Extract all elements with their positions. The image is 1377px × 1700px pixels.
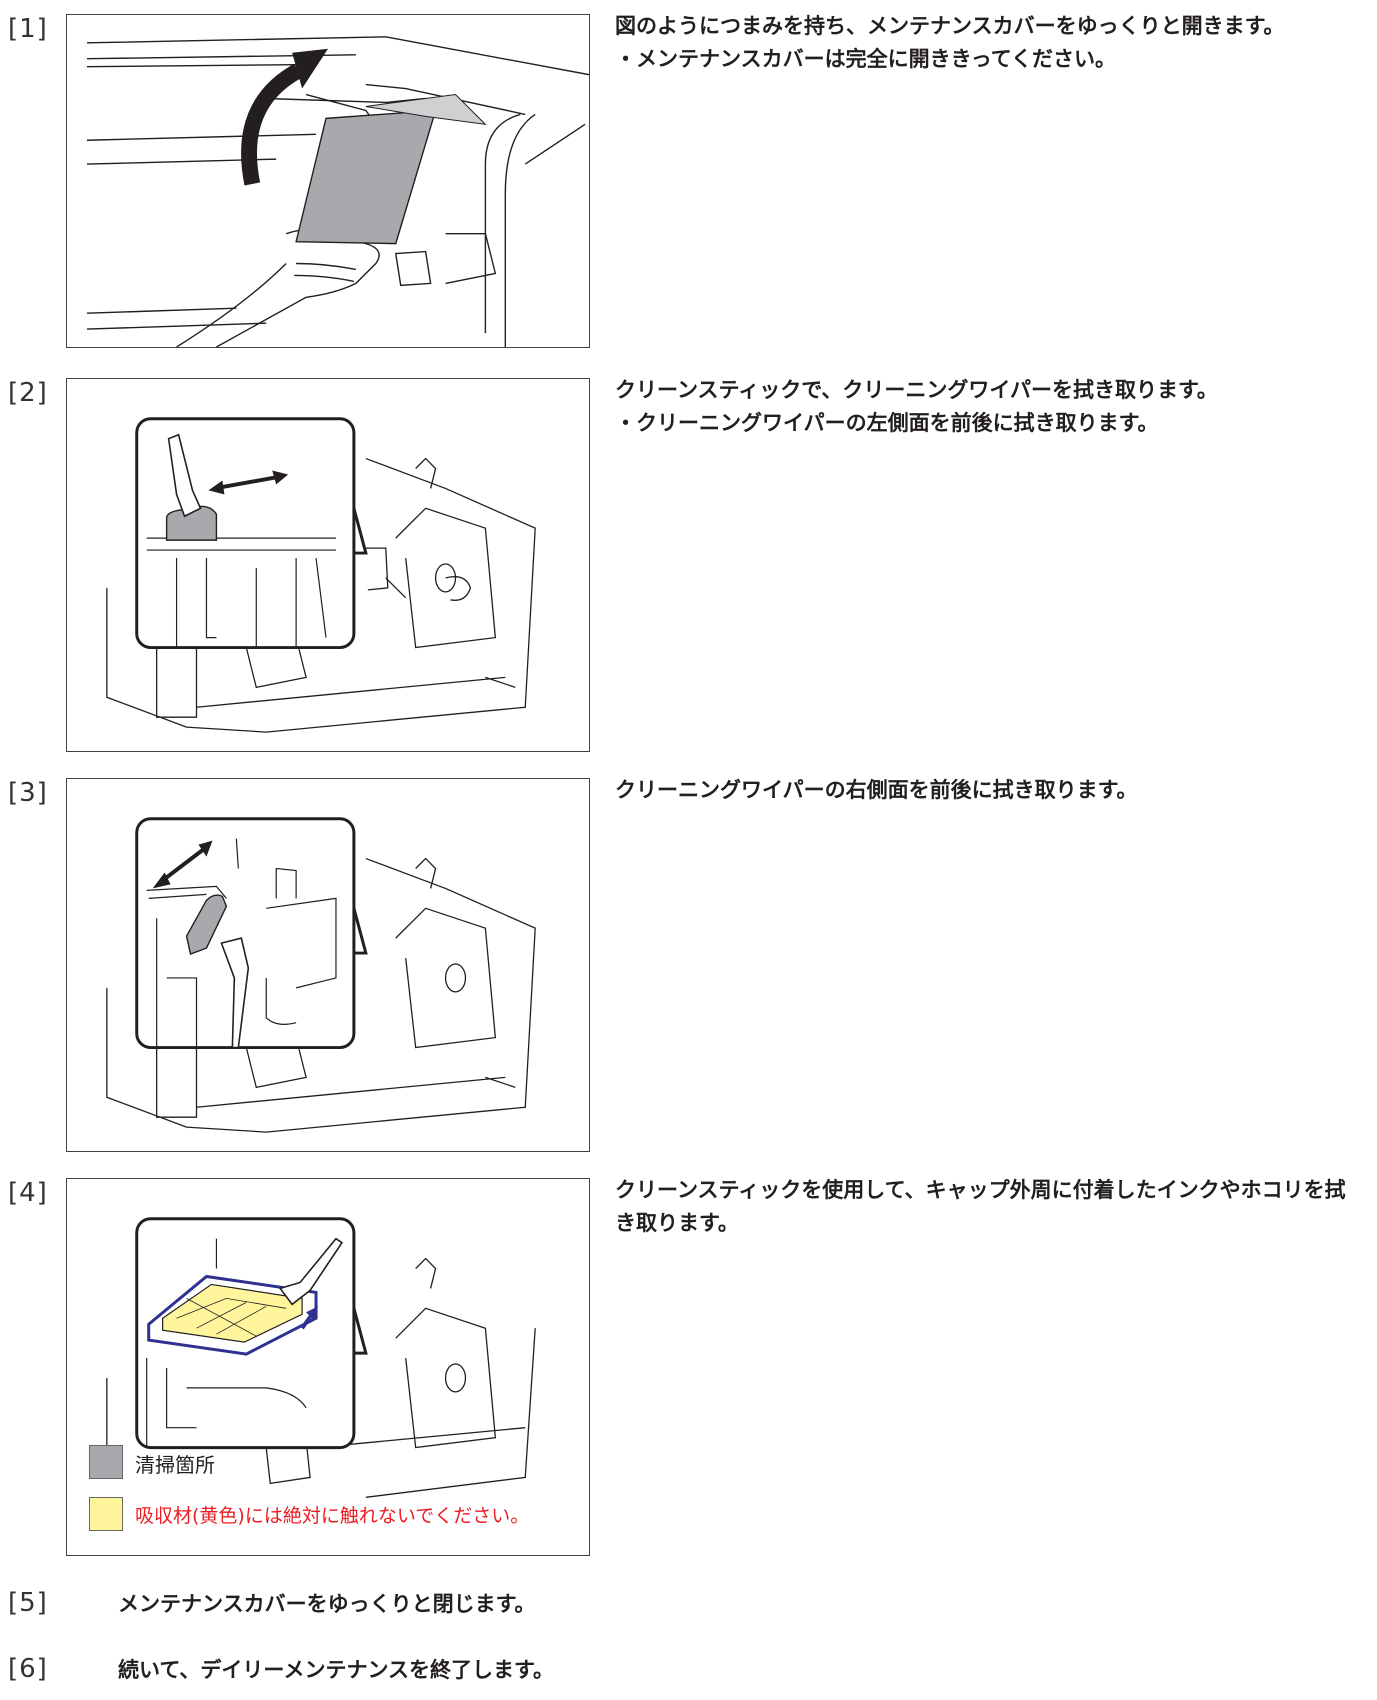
wipe-direction-arrow [161, 847, 206, 883]
step-1-instructions: 図のようにつまみを持ち、メンテナンスカバーをゆっくりと開きます。 ・メンテナンス… [615, 10, 1370, 76]
illustration-clean-cap-perimeter: 清掃箇所 吸収材(黄色)には絶対に触れないでください。 [66, 1178, 590, 1556]
step-4-instructions: クリーンスティックを使用して、キャップ外周に付着したインクやホコリを拭き取ります… [615, 1174, 1355, 1240]
absorber-warning: 吸収材(黄色)には絶対に触れないでください。 [135, 1505, 530, 1527]
direction-arrow [300, 1313, 314, 1330]
illustration-open-maintenance-cover [66, 14, 590, 348]
step-3-instructions: クリーニングワイパーの右側面を前後に拭き取ります。 [615, 774, 1370, 807]
illustration-wipe-right-side [66, 778, 590, 1152]
step-1-line-2: ・メンテナンスカバーは完全に開ききってください。 [615, 47, 1117, 71]
clean-area-swatch [89, 1445, 123, 1479]
step-2-instructions: クリーンスティックで、クリーニングワイパーを拭き取ります。 ・クリーニングワイパ… [615, 374, 1370, 440]
maintenance-cover-shape [295, 109, 437, 245]
clean-stick [167, 433, 202, 518]
step-3-line-1: クリーニングワイパーの右側面を前後に拭き取ります。 [615, 778, 1138, 802]
step-number: [2] [8, 378, 48, 408]
zoom-inset [135, 417, 368, 650]
step-4-line-1: クリーンスティックを使用して、キャップ外周に付着したインクやホコリを拭き取ります… [615, 1178, 1346, 1235]
open-direction-arrow [241, 63, 303, 186]
step-number: [6] [8, 1654, 48, 1684]
cleaning-wiper-shape [165, 505, 218, 541]
absorber-swatch [89, 1497, 123, 1531]
step-2-line-1: クリーンスティックで、クリーニングワイパーを拭き取ります。 [615, 378, 1218, 402]
step-number: [5] [8, 1588, 48, 1618]
step-6-text: 続いて、デイリーメンテナンスを終了します。 [118, 1658, 554, 1682]
step-5-text: メンテナンスカバーをゆっくりと閉じます。 [118, 1592, 536, 1616]
step-1-line-1: 図のようにつまみを持ち、メンテナンスカバーをゆっくりと開きます。 [615, 14, 1285, 38]
cleaning-wiper-shape [185, 894, 228, 955]
clean-stick [220, 937, 250, 1049]
cap-outline [147, 1274, 318, 1356]
step-number: [1] [8, 14, 48, 44]
step-2-line-2: ・クリーニングワイパーの左側面を前後に拭き取ります。 [615, 411, 1159, 435]
step-number: [4] [8, 1178, 48, 1208]
illustration-wipe-left-side [66, 378, 590, 752]
clean-area-label: 清掃箇所 [135, 1453, 215, 1477]
wipe-direction-arrow [214, 474, 282, 491]
step-number: [3] [8, 778, 48, 808]
clean-stick [278, 1237, 344, 1306]
